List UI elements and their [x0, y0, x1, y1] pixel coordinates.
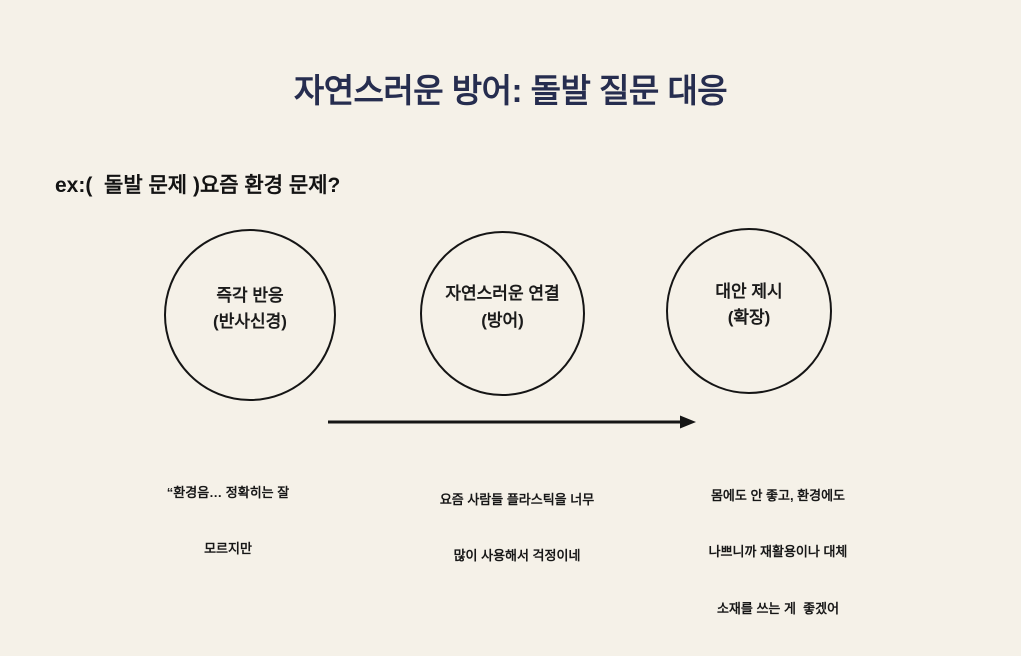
- step-label-line1: 자연스러운 연결: [445, 284, 560, 304]
- step-label-line1: 즉각 반응: [216, 285, 284, 305]
- caption-line: 소재를 쓰는 게 좋겠어: [716, 600, 840, 616]
- step-circle-alternative-suggestion: 대안 제시 (확장): [666, 228, 832, 394]
- step-caption-alternative-suggestion: 몸에도 안 좋고, 환경에도 나쁘니까 재활용이나 대체 소재를 쓰는 게 좋겠…: [658, 449, 898, 656]
- slide-title: 자연스러운 방어: 돌발 질문 대응: [293, 72, 728, 109]
- step-label: 대안 제시 (확장): [715, 279, 782, 332]
- caption-line: 많이 사용해서 걱정이네: [453, 548, 581, 564]
- step-label-line2: (방어): [481, 310, 524, 330]
- step-label-line2: (확장): [727, 308, 771, 327]
- caption-line: 요즘 사람들 플라스틱을 너무: [439, 491, 595, 507]
- step-label: 자연스러운 연결 (방어): [445, 281, 559, 334]
- caption-line: “환경음… 정확히는 잘: [166, 484, 290, 500]
- slide-canvas: 자연스러운 방어: 돌발 질문 대응 ex:( 돌발 문제 )요즘 환경 문제?…: [55, 72, 847, 616]
- step-circle-natural-connection: 자연스러운 연결 (방어): [420, 231, 585, 396]
- caption-line: 모르지만: [204, 541, 252, 557]
- caption-line: 나쁘니까 재활용이나 대체: [708, 544, 848, 560]
- step-circle-immediate-reaction: 즉각 반응 (반사신경): [164, 229, 336, 401]
- example-question: ex:( 돌발 문제 )요즘 환경 문제?: [55, 174, 341, 197]
- step-caption-immediate-reaction: “환경음… 정확히는 잘 모르지만: [108, 446, 348, 597]
- caption-line: 몸에도 안 좋고, 환경에도: [710, 487, 846, 503]
- step-caption-natural-connection: 요즘 사람들 플라스틱을 너무 많이 사용해서 걱정이네: [397, 453, 637, 604]
- step-label-line2: (반사신경): [213, 312, 287, 331]
- step-label-line1: 대안 제시: [715, 281, 783, 301]
- step-label: 즉각 반응 (반사신경): [213, 283, 287, 336]
- right-arrow-icon: [328, 415, 696, 429]
